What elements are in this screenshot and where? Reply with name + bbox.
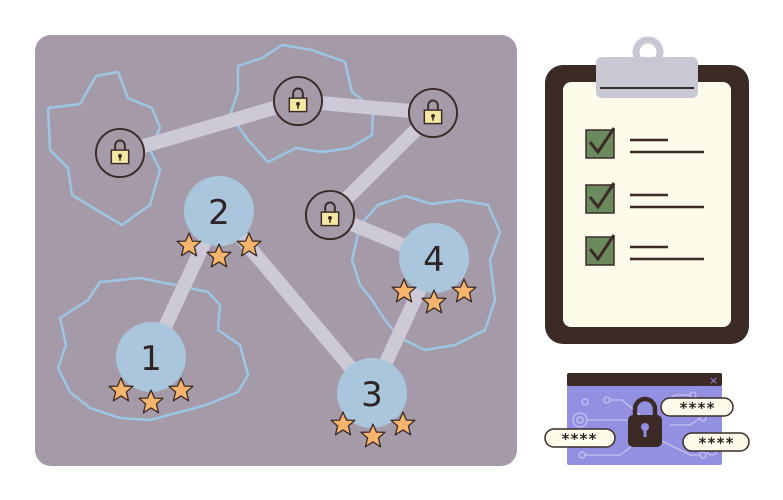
level-node-2[interactable]: 2 <box>176 176 262 268</box>
window-titlebar <box>567 373 722 386</box>
connection <box>113 94 305 160</box>
password-field[interactable]: **** <box>682 432 750 452</box>
clipboard-clip <box>596 57 698 98</box>
checkmark-icon <box>588 234 616 262</box>
clipboard <box>545 36 749 344</box>
password-field[interactable]: **** <box>544 428 616 448</box>
checkmark-icon <box>588 127 616 155</box>
login-window: _ × **** **** **** <box>544 373 750 465</box>
password-mask: **** <box>698 434 734 452</box>
locked-node-lock-icon[interactable] <box>272 75 324 127</box>
locked-node-lock-icon[interactable] <box>94 127 146 179</box>
checklist <box>585 127 704 266</box>
level-node-4[interactable]: 4 <box>391 223 477 314</box>
region-outline <box>56 276 250 422</box>
password-mask: **** <box>679 399 715 417</box>
level-number: 1 <box>140 339 162 379</box>
region-outline <box>46 70 162 227</box>
level-node-3[interactable]: 3 <box>330 358 416 448</box>
checklist-item[interactable] <box>585 234 704 266</box>
checklist-item[interactable] <box>585 182 704 214</box>
region-outlines <box>46 43 502 422</box>
level-map: 2 1 3 4 <box>35 35 517 466</box>
level-number: 4 <box>423 240 445 280</box>
minimize-button[interactable]: _ <box>699 374 706 387</box>
password-mask: **** <box>561 430 597 448</box>
level-number: 3 <box>361 375 383 415</box>
checklist-item[interactable] <box>585 127 704 159</box>
locked-node-lock-icon[interactable] <box>407 87 459 139</box>
level-node-1[interactable]: 1 <box>108 322 194 414</box>
checkmark-icon <box>588 182 616 210</box>
locked-node-lock-icon[interactable] <box>304 189 356 241</box>
level-number: 2 <box>208 193 230 233</box>
padlock-icon <box>628 396 662 447</box>
close-button[interactable]: × <box>709 374 718 387</box>
region-outline <box>228 43 375 164</box>
password-field[interactable]: **** <box>660 397 734 417</box>
region-outline <box>350 194 502 352</box>
